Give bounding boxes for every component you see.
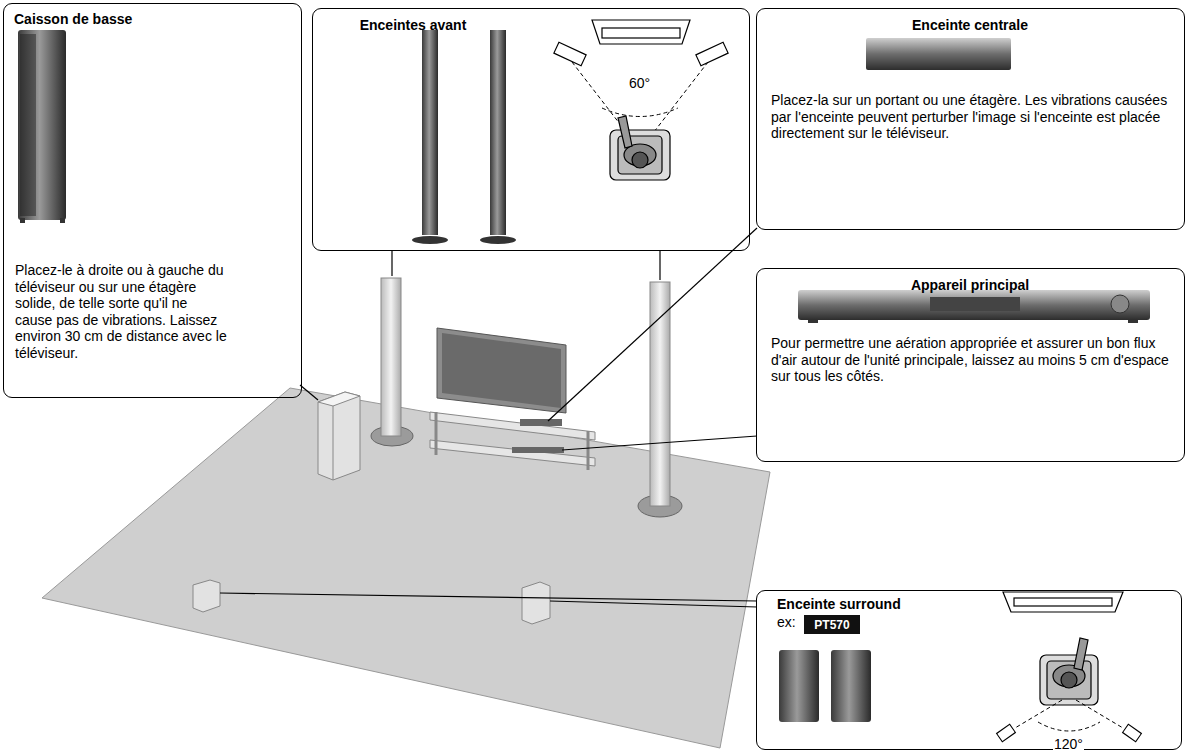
callout-note: Pour permettre une aération appropriée e…	[771, 335, 1176, 385]
angle-label: 60°	[628, 75, 651, 91]
callout-heading: Appareil principal	[757, 277, 1183, 294]
callout-box: Enceinte centralePlacez-la sur un portan…	[756, 8, 1185, 230]
callout-note: Placez-la sur un portant ou une étagère.…	[771, 92, 1171, 142]
callout-box: Enceintes avant	[312, 8, 750, 251]
callout-text: PT570	[804, 617, 860, 634]
angle-label: 120°	[1053, 736, 1084, 752]
callout-heading: Enceinte surround	[777, 596, 901, 613]
callout-note: Placez-le à droite ou à gauche du télévi…	[15, 262, 227, 361]
callout-text: ex:	[777, 614, 796, 631]
callout-heading: Caisson de basse	[14, 11, 132, 28]
callout-heading: Enceinte centrale	[757, 17, 1183, 34]
callout-box: Enceinte surroundex: PT570	[756, 590, 1182, 750]
callout-heading: Enceintes avant	[313, 17, 513, 34]
model-badge: PT570	[804, 615, 860, 634]
callout-box: Caisson de bassePlacez-le à droite ou à …	[3, 3, 302, 398]
callout-box: Appareil principalPour permettre une aér…	[756, 268, 1185, 462]
